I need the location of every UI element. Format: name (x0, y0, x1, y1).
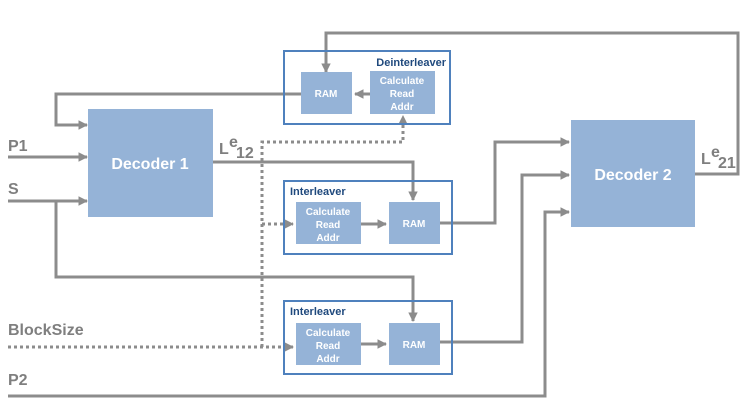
le12-sub: 12 (236, 145, 254, 162)
interleaver1-calc-line2: Read (316, 220, 340, 231)
interleaver1-group[interactable]: Interleaver Calculate Read Addr RAM (283, 180, 453, 255)
signal-label-s: S (8, 181, 19, 198)
le12-sup: e (229, 134, 238, 151)
wire-le21-feedback (321, 31, 740, 176)
le21-sub: 21 (718, 155, 736, 172)
wire-deinterleaver-to-decoder1 (54, 92, 301, 130)
interleaver1-calc-line3: Addr (316, 233, 339, 244)
interleaver2-calc-read-addr[interactable]: Calculate Read Addr (296, 323, 361, 365)
le21-base: L (701, 151, 711, 168)
deinterleaver-group[interactable]: Deinterleaver RAM Calculate Read Addr (283, 50, 451, 125)
interleaver1-ram[interactable]: RAM (389, 202, 440, 244)
interleaver2-title: Interleaver (290, 306, 346, 318)
interleaver2-calc-line3: Addr (316, 354, 339, 365)
wire-interleaver1-to-decoder2 (440, 137, 570, 225)
interleaver1-ram-label: RAM (403, 219, 426, 230)
deinterleaver-calc-line2: Read (390, 89, 414, 100)
wire-blocksize-trunk (260, 115, 408, 347)
deinterleaver-ram[interactable]: RAM (301, 72, 352, 114)
signal-label-p2: P2 (8, 372, 28, 389)
interleaver1-calc-read-addr[interactable]: Calculate Read Addr (296, 202, 361, 244)
deinterleaver-title: Deinterleaver (376, 57, 446, 69)
signal-label-blocksize: BlockSize (8, 322, 84, 339)
le12-base: L (219, 141, 229, 158)
decoder1-block[interactable]: Decoder 1 (88, 109, 213, 217)
deinterleaver-calc-line1: Calculate (380, 76, 425, 87)
le21-sup: e (711, 144, 720, 161)
wire-le12 (213, 160, 418, 201)
wire-interleaver2-to-decoder2 (440, 170, 570, 344)
interleaver2-ram-label: RAM (403, 340, 426, 351)
interleaver2-ram[interactable]: RAM (389, 323, 440, 365)
interleaver1-calc-line1: Calculate (306, 207, 351, 218)
wire-s-to-interleaver2 (54, 201, 418, 322)
wire-p2 (8, 207, 570, 398)
deinterleaver-calc-line3: Addr (390, 102, 413, 113)
interleaver2-calc-line2: Read (316, 341, 340, 352)
deinterleaver-ram-label: RAM (315, 89, 338, 100)
interleaver2-group[interactable]: Interleaver Calculate Read Addr RAM (283, 300, 453, 375)
signal-label-p1: P1 (8, 138, 28, 155)
signal-label-le21: L e 21 (701, 144, 736, 172)
interleaver1-title: Interleaver (290, 186, 346, 198)
decoder1-label: Decoder 1 (111, 156, 188, 173)
signal-label-le12: L e 12 (219, 134, 254, 162)
deinterleaver-calc-read-addr[interactable]: Calculate Read Addr (370, 71, 435, 114)
interleaver2-calc-line1: Calculate (306, 328, 351, 339)
decoder2-block[interactable]: Decoder 2 (571, 120, 695, 227)
decoder2-label: Decoder 2 (594, 167, 671, 184)
